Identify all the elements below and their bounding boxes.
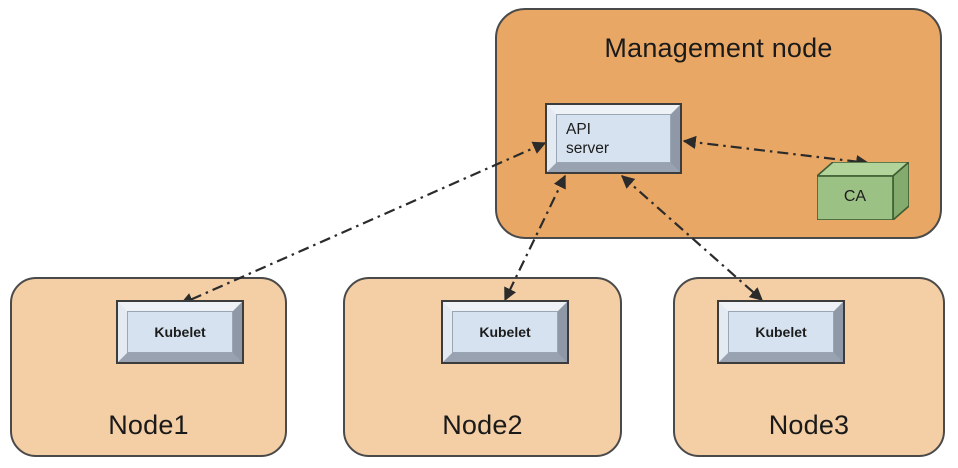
kubelet-label-3: Kubelet <box>755 324 807 340</box>
management-node-label: Management node <box>604 33 833 63</box>
ca-cuboid-icon <box>817 162 909 220</box>
kubelet-component-3[interactable]: Kubelet <box>717 300 845 364</box>
kubelet-label-1: Kubelet <box>154 324 206 340</box>
kubelet-component-2[interactable]: Kubelet <box>441 300 569 364</box>
api-server-component[interactable]: API server <box>545 103 682 174</box>
kubelet-inner-2: Kubelet <box>452 311 558 353</box>
kubelet-inner-3: Kubelet <box>728 311 834 353</box>
api-server-label: API server <box>566 120 610 157</box>
ca-component[interactable]: CA <box>817 162 909 220</box>
worker-node-label-3: Node3 <box>768 410 850 440</box>
kubelet-label-2: Kubelet <box>479 324 531 340</box>
api-server-inner: API server <box>556 114 671 163</box>
kubelet-inner-1: Kubelet <box>127 311 233 353</box>
worker-node-label-2: Node2 <box>442 410 523 440</box>
worker-node-label-1: Node1 <box>108 410 189 440</box>
kubelet-component-1[interactable]: Kubelet <box>116 300 244 364</box>
